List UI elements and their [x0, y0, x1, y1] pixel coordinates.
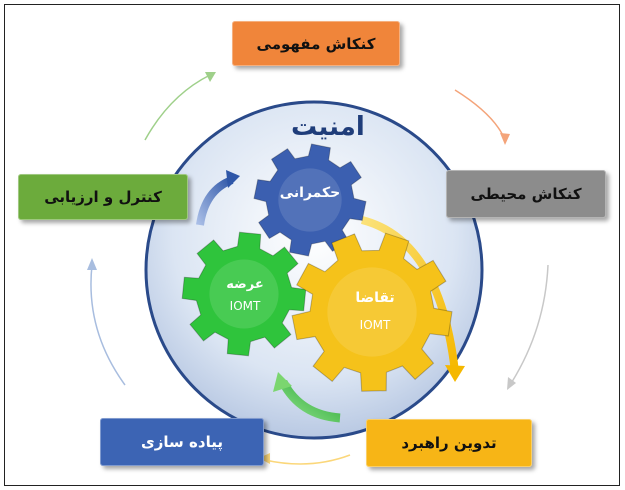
gear-governance: [253, 143, 367, 257]
gear-yellow-body: [291, 232, 453, 392]
gear-blue-body: [253, 143, 367, 257]
gear-governance-label: حکمرانی: [279, 185, 341, 201]
box-implementation: پیاده سازی: [100, 418, 264, 466]
box-environment-exploration: کنکاش محیطی: [446, 170, 606, 218]
box-concept-exploration: کنکاش مفهومی: [232, 21, 400, 66]
gear-supply: [181, 231, 307, 357]
gear-supply-label: عرضه: [226, 277, 264, 292]
gear-demand-label: تقاضا: [355, 290, 395, 306]
gear-green-body: [181, 231, 307, 357]
box-control-evaluation: کنترل و ارزیابی: [18, 174, 188, 220]
inner-arrow-green: [279, 379, 341, 423]
diagram-frame: [4, 4, 620, 486]
cycle-arrow-left: [90, 264, 126, 386]
cycle-arrow-right: [509, 264, 549, 386]
cycle-arrow-bottom: [264, 454, 351, 465]
gear-blue-hub: [278, 168, 342, 232]
box-strategy-formulation: تدوین راهبرد: [366, 419, 532, 467]
cycle-arrow-top-right: [454, 89, 506, 141]
gear-demand-sublabel: IOMT: [359, 318, 391, 332]
center-title: امنیت: [291, 112, 365, 142]
gear-supply-sublabel: IOMT: [229, 299, 261, 313]
gear-demand: [291, 232, 453, 392]
gear-yellow-hub: [327, 267, 417, 357]
gear-green-hub: [209, 259, 279, 329]
cycle-arrow-top-left: [144, 74, 211, 141]
